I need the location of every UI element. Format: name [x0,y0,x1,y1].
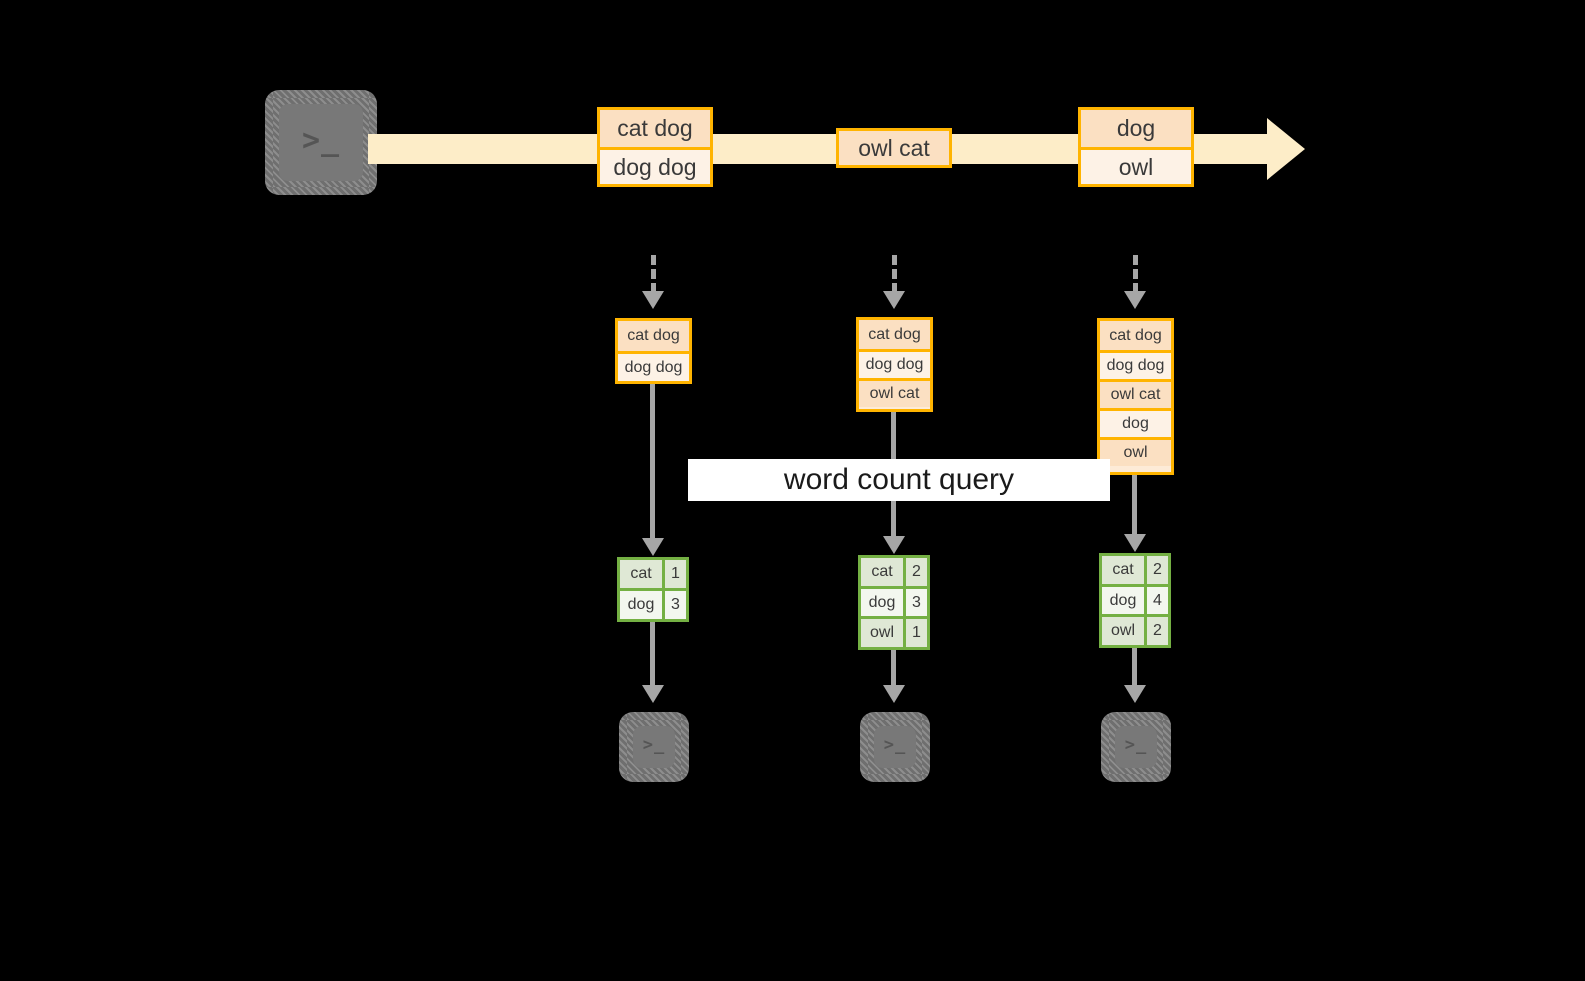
result-row: cat 1 [620,560,686,588]
result-row: owl 2 [1102,614,1168,646]
sink-connector-arrowhead-3 [1124,685,1146,703]
result-row: dog 3 [620,588,686,619]
result-word-cell: cat [1102,556,1144,584]
terminal-screen: >_ [633,726,675,768]
terminal-prompt-glyph: >_ [642,734,666,755]
sink-terminal-icon-2: >_ [860,712,930,782]
input-table-row: owl cat [1100,379,1171,408]
input-table-row: dog dog [1100,350,1171,379]
result-row: cat 2 [861,558,927,586]
result-row: cat 2 [1102,556,1168,584]
result-row: dog 3 [861,585,927,617]
stream-event-row: dog [1081,110,1191,147]
terminal-prompt-glyph: >_ [883,734,907,755]
snapshot-connector-dashed-2 [892,255,897,293]
result-count-cell: 3 [662,591,686,619]
event-stream-arrowhead [1267,118,1305,180]
stream-event-row: owl cat [839,131,949,165]
query-connector-line-1 [650,384,655,540]
result-count-cell: 2 [903,558,927,586]
input-table-row: owl cat [859,378,930,407]
query-connector-arrowhead-2 [883,536,905,554]
stream-event-batch-1[interactable]: cat dog dog dog [597,107,713,187]
sink-connector-line-3 [1132,648,1137,687]
snapshot-connector-arrowhead-3 [1124,291,1146,309]
snapshot-connector-dashed-3 [1133,255,1138,293]
input-table-2[interactable]: cat dog dog dog owl cat [856,317,933,412]
input-table-row: cat dog [1100,321,1171,350]
result-word-cell: cat [861,558,903,586]
terminal-screen: >_ [874,726,916,768]
terminal-prompt-glyph: >_ [301,122,341,158]
result-word-cell: cat [620,560,662,588]
result-count-cell: 1 [903,619,927,648]
terminal-screen: >_ [279,104,363,181]
result-word-cell: owl [861,619,903,648]
stream-event-batch-3[interactable]: dog owl [1078,107,1194,187]
sink-connector-arrowhead-1 [642,685,664,703]
sink-connector-line-2 [891,650,896,687]
result-count-cell: 2 [1144,617,1168,646]
result-table-1[interactable]: cat 1 dog 3 [617,557,689,622]
result-table-3[interactable]: cat 2 dog 4 owl 2 [1099,553,1171,648]
input-table-row: cat dog [618,321,689,351]
snapshot-connector-arrowhead-1 [642,291,664,309]
query-connector-arrowhead-1 [642,538,664,556]
input-table-row: cat dog [859,320,930,349]
stream-event-row: dog dog [600,147,710,184]
result-word-cell: dog [861,588,903,617]
result-row: owl 1 [861,616,927,648]
input-table-row: dog dog [859,349,930,378]
sink-connector-arrowhead-2 [883,685,905,703]
stream-event-row: owl [1081,147,1191,184]
input-table-row: dog [1100,408,1171,437]
query-connector-line-3 [1132,475,1137,536]
input-table-row: dog dog [618,351,689,381]
sink-connector-line-1 [650,622,655,687]
result-row: dog 4 [1102,583,1168,615]
input-table-row: owl [1100,437,1171,466]
terminal-prompt-glyph: >_ [1124,734,1148,755]
result-word-cell: owl [1102,617,1144,646]
snapshot-connector-dashed-1 [651,255,656,293]
result-count-cell: 4 [1144,586,1168,615]
sink-terminal-icon-1: >_ [619,712,689,782]
sink-terminal-icon-3: >_ [1101,712,1171,782]
source-terminal-icon: >_ [265,90,377,195]
input-table-3[interactable]: cat dog dog dog owl cat dog owl [1097,318,1174,475]
result-table-2[interactable]: cat 2 dog 3 owl 1 [858,555,930,650]
query-connector-arrowhead-3 [1124,534,1146,552]
result-word-cell: dog [1102,586,1144,615]
result-count-cell: 3 [903,588,927,617]
input-table-1[interactable]: cat dog dog dog [615,318,692,384]
result-count-cell: 2 [1144,556,1168,584]
query-label: word count query [688,459,1110,501]
result-count-cell: 1 [662,560,686,588]
stream-event-batch-2[interactable]: owl cat [836,128,952,168]
snapshot-connector-arrowhead-2 [883,291,905,309]
result-word-cell: dog [620,591,662,619]
stream-event-row: cat dog [600,110,710,147]
terminal-screen: >_ [1115,726,1157,768]
query-label-text: word count query [783,463,1015,496]
